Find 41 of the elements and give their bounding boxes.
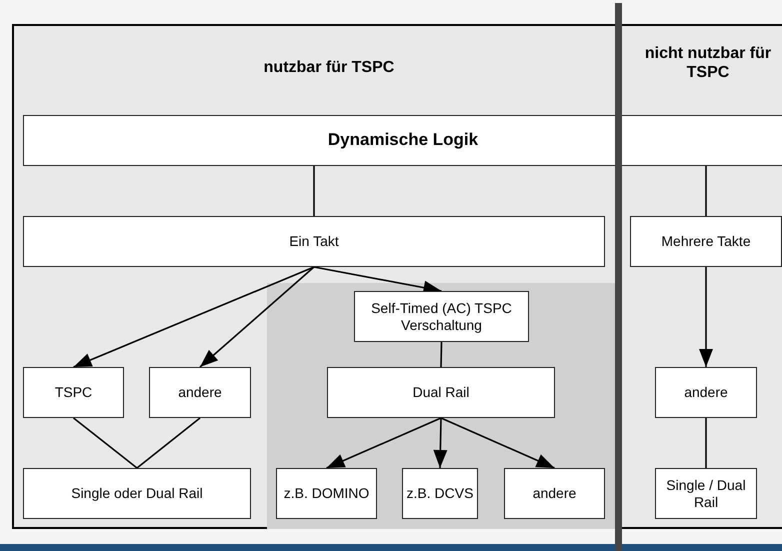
column-heading: nicht nutzbar für TSPC bbox=[644, 44, 772, 82]
box-label: andere bbox=[532, 485, 578, 502]
process-box bbox=[23, 216, 605, 267]
process-box bbox=[276, 468, 377, 519]
arrow bbox=[440, 417, 555, 469]
process-box bbox=[327, 367, 555, 418]
arrow bbox=[73, 266, 314, 368]
connector-line bbox=[73, 417, 138, 469]
box-label: z.B. DCVS bbox=[406, 485, 474, 502]
connector-line bbox=[705, 418, 707, 468]
arrow bbox=[199, 266, 315, 368]
process-box bbox=[23, 468, 251, 519]
process-box bbox=[149, 367, 251, 418]
connector-line bbox=[313, 166, 315, 216]
process-box bbox=[402, 468, 478, 519]
arrow bbox=[699, 267, 713, 367]
connector-line bbox=[136, 417, 200, 469]
box-label: Self-Timed (AC) TSPC Verschaltung bbox=[370, 300, 513, 334]
arrow bbox=[433, 418, 448, 468]
box-label: Single / Dual Rail bbox=[665, 476, 747, 510]
process-box bbox=[354, 291, 529, 342]
box-label: z.B. DOMINO bbox=[282, 485, 370, 502]
process-box bbox=[655, 468, 757, 519]
process-box bbox=[504, 468, 605, 519]
box-label: Ein Takt bbox=[288, 233, 340, 250]
box-label: Dynamische Logik bbox=[326, 130, 480, 151]
connector-line bbox=[440, 342, 442, 368]
process-box bbox=[630, 216, 782, 267]
box-label: andere bbox=[177, 384, 223, 401]
process-box bbox=[23, 115, 782, 166]
arrow bbox=[326, 417, 442, 469]
box-label: Single oder Dual Rail bbox=[70, 485, 204, 502]
box-label: andere bbox=[683, 384, 729, 401]
box-label: TSPC bbox=[54, 384, 94, 401]
column-heading: nutzbar für TSPC bbox=[262, 58, 396, 78]
box-label: Dual Rail bbox=[412, 384, 470, 401]
process-box bbox=[655, 367, 757, 418]
process-box bbox=[23, 367, 124, 418]
category-panel bbox=[12, 24, 782, 529]
connector-line bbox=[705, 166, 707, 216]
box-label: Mehrere Takte bbox=[660, 233, 752, 250]
